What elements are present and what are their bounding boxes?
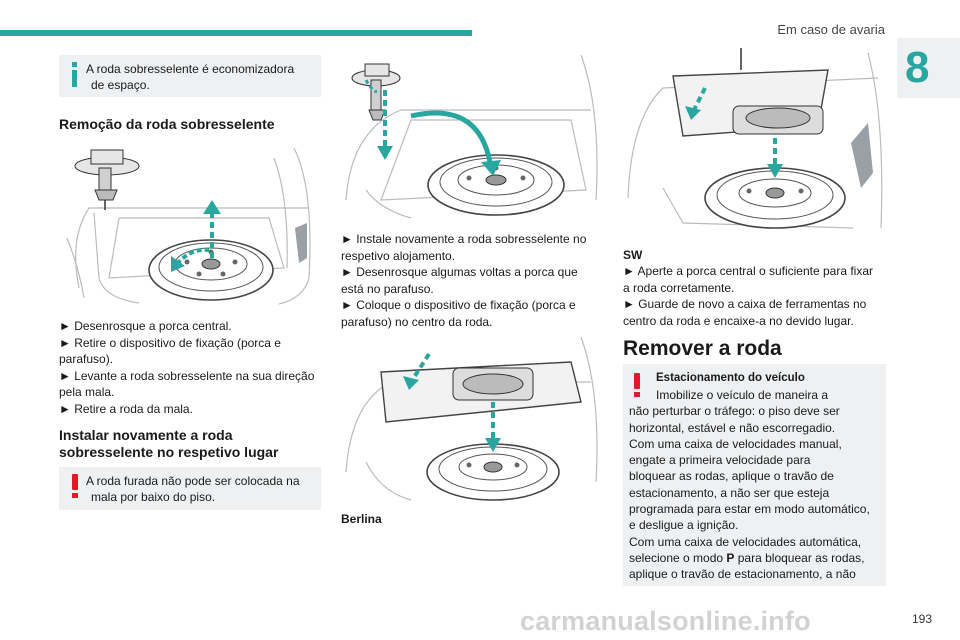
warning-line: não perturbar o tráfego: o piso deve ser: [629, 404, 840, 419]
section-title: Em caso de avaria: [777, 22, 885, 37]
install-step-line: ► Instale novamente a roda sobresselente…: [341, 232, 587, 246]
install-steps: ► Instale novamente a roda sobresselente…: [341, 231, 603, 330]
install-step-line: ► Coloque o dispositivo de fixação (porc…: [341, 298, 576, 312]
removal-step-line: pela mala.: [59, 385, 115, 399]
spare-wheel-install-illustration: [345, 54, 598, 219]
warning-line: estacionamento, a não ser que esteja: [629, 485, 830, 500]
heading-spare-removal: Remoção da roda sobresselente: [59, 116, 275, 132]
warning-note-line-2: mala por baixo do piso.: [91, 490, 216, 504]
sw-step-line: ► Guarde de novo a caixa de ferramentas …: [623, 297, 867, 311]
caption-berlina: Berlina: [341, 512, 382, 526]
warning-line: programada para estar em modo automático…: [629, 502, 870, 517]
header-accent-bar: [0, 30, 472, 36]
page-number: 193: [911, 612, 932, 626]
warning-line: Com uma caixa de velocidades automática,: [629, 534, 862, 549]
warning-text: Imobilize o veículo de maneira a não per…: [629, 387, 870, 583]
warning-icon: [634, 373, 640, 397]
removal-step-line: parafuso).: [59, 352, 114, 366]
removal-steps: ► Desenrosque a porca central. ► Retire …: [59, 318, 324, 417]
parking-warning: Estacionamento do veículo Imobilize o ve…: [623, 364, 886, 586]
watermark: carmanualsonline.info: [520, 606, 811, 636]
warning-line: aplique o travão de estacionamento, a nã…: [629, 567, 856, 582]
sw-step-line: centro da roda e encaixe-a no devido lug…: [623, 313, 854, 328]
chapter-tab: [897, 38, 960, 98]
berlina-toolbox-illustration: [345, 336, 598, 501]
removal-step-line: ► Desenrosque a porca central.: [59, 319, 232, 333]
warning-line: bloquear as rodas, aplique o travão de: [629, 469, 834, 484]
warning-title: Estacionamento do veículo: [656, 372, 805, 384]
spare-wheel-removal-illustration: [66, 147, 311, 305]
install-step-line: ► Desenrosque algumas voltas a porca que: [341, 265, 578, 279]
sw-step-line: a roda corretamente.: [623, 280, 735, 295]
heading-remove-wheel: Remover a roda: [623, 337, 782, 360]
warning-line: selecione o modo P para bloquear as roda…: [629, 550, 865, 565]
removal-step-line: ► Levante a roda sobresselente na sua di…: [59, 368, 315, 383]
warning-line: engate a primeira velocidade para: [629, 453, 811, 468]
warning-note: A roda furada não pode ser colocada na m…: [59, 467, 321, 510]
install-step-line: respetivo alojamento.: [341, 248, 456, 263]
info-icon: [72, 62, 77, 87]
heading-install-line-1: Instalar novamente a roda: [59, 427, 233, 443]
install-step-line: está no parafuso.: [341, 281, 434, 296]
warning-note-line-1: A roda furada não pode ser colocada na: [86, 474, 300, 488]
removal-step-line: ► Retire a roda da mala.: [59, 401, 193, 416]
info-note-line-1: A roda sobresselente é economizadora: [86, 62, 295, 76]
warning-line: Imobilize o veículo de maneira a: [656, 388, 829, 402]
caption-sw: SW: [623, 248, 643, 262]
heading-install-spare: Instalar novamente a roda sobresselente …: [59, 427, 278, 461]
removal-step-line: ► Retire o dispositivo de fixação (porca…: [59, 335, 281, 350]
info-note-line-2: de espaço.: [91, 78, 150, 92]
warning-line: Com uma caixa de velocidades manual,: [629, 436, 842, 451]
sw-step-line: ► Aperte a porca central o suficiente pa…: [623, 264, 874, 278]
sw-steps: ► Aperte a porca central o suficiente pa…: [623, 263, 888, 329]
heading-install-line-2: sobresselente no respetivo lugar: [59, 444, 279, 460]
warning-line: e desligue a ignição.: [629, 518, 739, 533]
install-step-line: parafuso) no centro da roda.: [341, 314, 493, 329]
chapter-number: 8: [905, 43, 930, 92]
info-note: A roda sobresselente é economizadora de …: [59, 55, 321, 97]
warning-line: horizontal, estável e não escorregadio.: [629, 420, 836, 435]
warning-icon: [72, 474, 78, 498]
sw-toolbox-illustration: [627, 48, 883, 229]
